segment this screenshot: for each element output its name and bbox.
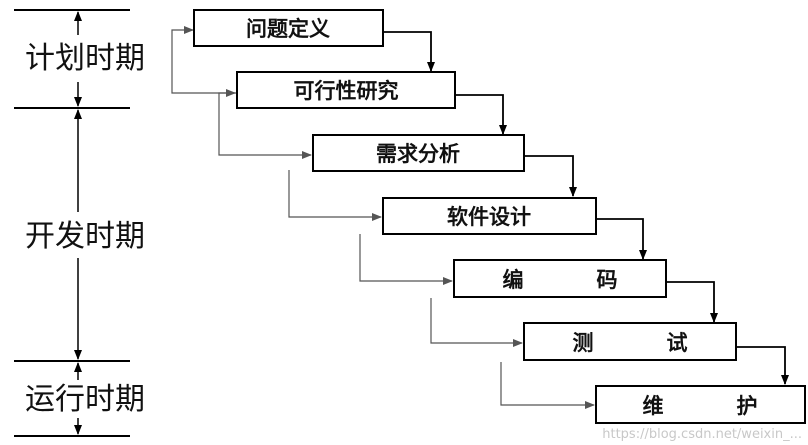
flow-arrow-6 — [736, 346, 789, 385]
feedback-arrow-3 — [288, 170, 382, 221]
feedback-arrow-2 — [218, 103, 312, 159]
flow-arrow-4 — [596, 218, 647, 260]
feedback-arrow-6 — [500, 362, 595, 409]
stage-requirements-analysis: 需求分析 — [312, 134, 525, 172]
feedback-arrow-1 — [171, 26, 237, 94]
forward-arrows — [383, 31, 789, 385]
feedback-arrow-2-back — [218, 89, 236, 103]
stage-label: 编 码 — [502, 268, 617, 292]
stage-testing: 测 试 — [523, 322, 737, 361]
stage-boxes: 问题定义 可行性研究 需求分析 软件设计 编 码 测 试 维 护 — [193, 9, 806, 424]
stage-problem-definition: 问题定义 — [193, 9, 384, 47]
phase-label-dev: 开发时期 — [25, 219, 145, 254]
flow-arrow-5 — [666, 281, 718, 323]
stage-label: 问题定义 — [246, 17, 330, 41]
feedback-arrow-5 — [430, 298, 523, 347]
stage-label: 需求分析 — [376, 142, 460, 166]
phase-label-run: 运行时期 — [25, 382, 145, 417]
feedback-arrows — [171, 26, 595, 409]
stage-coding: 编 码 — [453, 259, 667, 298]
timeline: 计划时期 开发时期 运行时期 — [14, 9, 145, 437]
watermark: https://blog.csdn.net/weixin_... — [602, 427, 802, 442]
stage-maintenance: 维 护 — [595, 385, 806, 424]
flow-arrow-1 — [383, 31, 435, 72]
stage-software-design: 软件设计 — [382, 197, 597, 235]
stage-label: 可行性研究 — [294, 79, 399, 103]
stage-feasibility-study: 可行性研究 — [236, 71, 456, 109]
flow-arrow-3 — [524, 155, 577, 197]
flow-arrow-2 — [455, 94, 507, 135]
phase-label-plan: 计划时期 — [25, 41, 145, 76]
stage-label: 软件设计 — [447, 205, 531, 229]
stage-label: 测 试 — [572, 331, 687, 355]
feedback-arrow-4 — [359, 234, 453, 285]
stage-label: 维 护 — [642, 394, 757, 418]
